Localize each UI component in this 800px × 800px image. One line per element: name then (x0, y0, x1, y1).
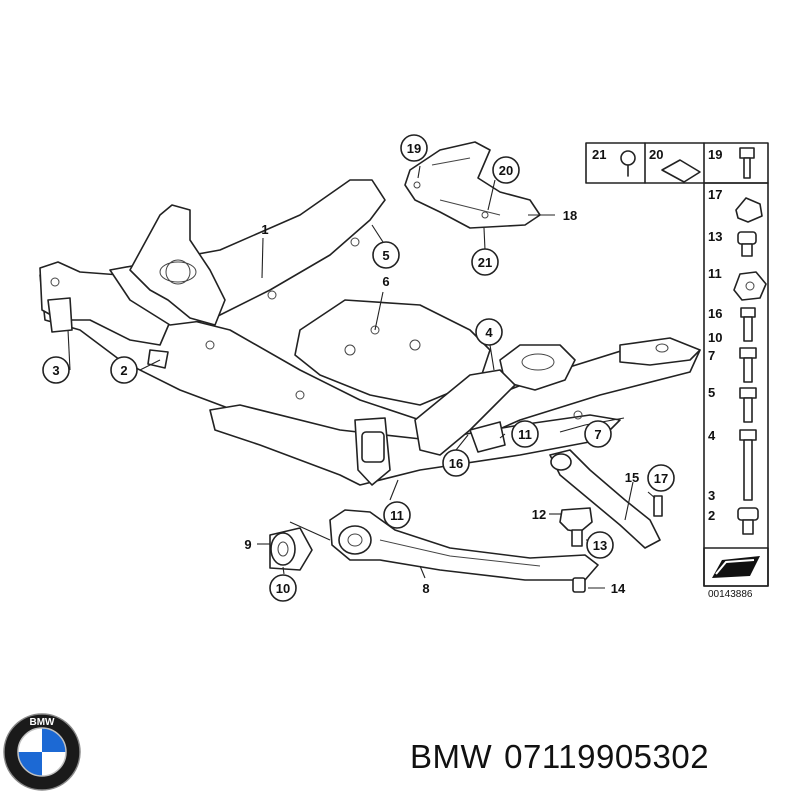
legend-17: 17 (708, 187, 722, 202)
clip-icon (620, 150, 636, 177)
control-arm (329, 509, 599, 581)
legend-top-19: 19 (708, 147, 722, 162)
svg-text:3: 3 (52, 363, 59, 378)
label-18: 18 (563, 208, 577, 223)
nut-icon (735, 197, 763, 223)
bolt-icon (740, 307, 756, 342)
legend-2: 2 (708, 508, 715, 523)
nut-icon (733, 271, 767, 301)
brand-name: BMW (410, 738, 493, 775)
svg-text:10: 10 (276, 581, 290, 596)
callout-11-lower: 11 (383, 501, 411, 529)
arrow-icon (712, 556, 760, 578)
callout-11-upper: 11 (511, 420, 539, 448)
svg-text:7: 7 (594, 427, 601, 442)
callout-13: 13 (586, 531, 614, 559)
svg-text:19: 19 (407, 141, 421, 156)
label-1: 1 (261, 222, 268, 237)
long-bolt-icon (739, 429, 757, 501)
callout-21: 21 (471, 248, 499, 276)
brand-part-number: BMW 07119905302 (410, 738, 721, 776)
legend-16: 16 (708, 306, 722, 321)
bolt-icon (739, 387, 757, 423)
legend-5: 5 (708, 385, 715, 400)
callout-3: 3 (42, 356, 70, 384)
label-14: 14 (611, 581, 626, 596)
parts-legend: 21 20 19 17 13 11 16 10 (585, 142, 769, 600)
reference-code: 00143886 (708, 589, 753, 600)
svg-text:5: 5 (382, 248, 389, 263)
legend-3: 3 (708, 488, 715, 503)
svg-text:11: 11 (518, 427, 532, 442)
callout-17: 17 (647, 464, 675, 492)
label-15: 15 (625, 470, 639, 485)
callout-19: 19 (400, 134, 428, 162)
label-12: 12 (532, 507, 546, 522)
leader-lines (67, 165, 656, 589)
callout-2: 2 (110, 356, 138, 384)
nut (572, 577, 586, 593)
bushing (269, 527, 313, 571)
svg-text:2: 2 (120, 363, 127, 378)
callout-5: 5 (372, 241, 400, 269)
svg-text:4: 4 (485, 325, 493, 340)
label-6: 6 (382, 274, 389, 289)
legend-7: 7 (708, 348, 715, 363)
spring-nut-icon (661, 159, 701, 183)
legend-13: 13 (708, 229, 722, 244)
svg-text:16: 16 (449, 456, 463, 471)
ball-joint (559, 507, 593, 547)
svg-text:17: 17 (654, 471, 668, 486)
bolt-icon (737, 231, 757, 257)
label-8: 8 (422, 581, 429, 596)
tension-strut (549, 449, 663, 549)
callout-4: 4 (475, 318, 503, 346)
callout-7: 7 (584, 420, 612, 448)
legend-top-20: 20 (649, 147, 663, 162)
bmw-logo: BMW (3, 713, 81, 791)
callouts: 19 20 21 5 3 2 4 11 (42, 134, 675, 602)
callout-20: 20 (492, 156, 520, 184)
callout-10: 10 (269, 574, 297, 602)
legend-4: 4 (708, 428, 716, 443)
bolt-icon (739, 147, 755, 179)
svg-text:20: 20 (499, 163, 513, 178)
svg-text:21: 21 (478, 255, 492, 270)
legend-top-21: 21 (592, 147, 606, 162)
bolt-icon (739, 347, 757, 383)
legend-10: 10 (708, 330, 722, 345)
svg-text:13: 13 (593, 538, 607, 553)
front-subframe (39, 179, 701, 486)
svg-text:11: 11 (390, 508, 404, 523)
heat-shield (404, 141, 541, 229)
part-number: 07119905302 (504, 738, 710, 775)
label-9: 9 (244, 537, 251, 552)
legend-11: 11 (708, 266, 722, 281)
bolt-icon (737, 507, 759, 535)
callout-16: 16 (442, 449, 470, 477)
logo-letters: BMW (30, 717, 56, 728)
plain-labels: 1 18 6 9 8 15 12 14 (244, 208, 639, 596)
